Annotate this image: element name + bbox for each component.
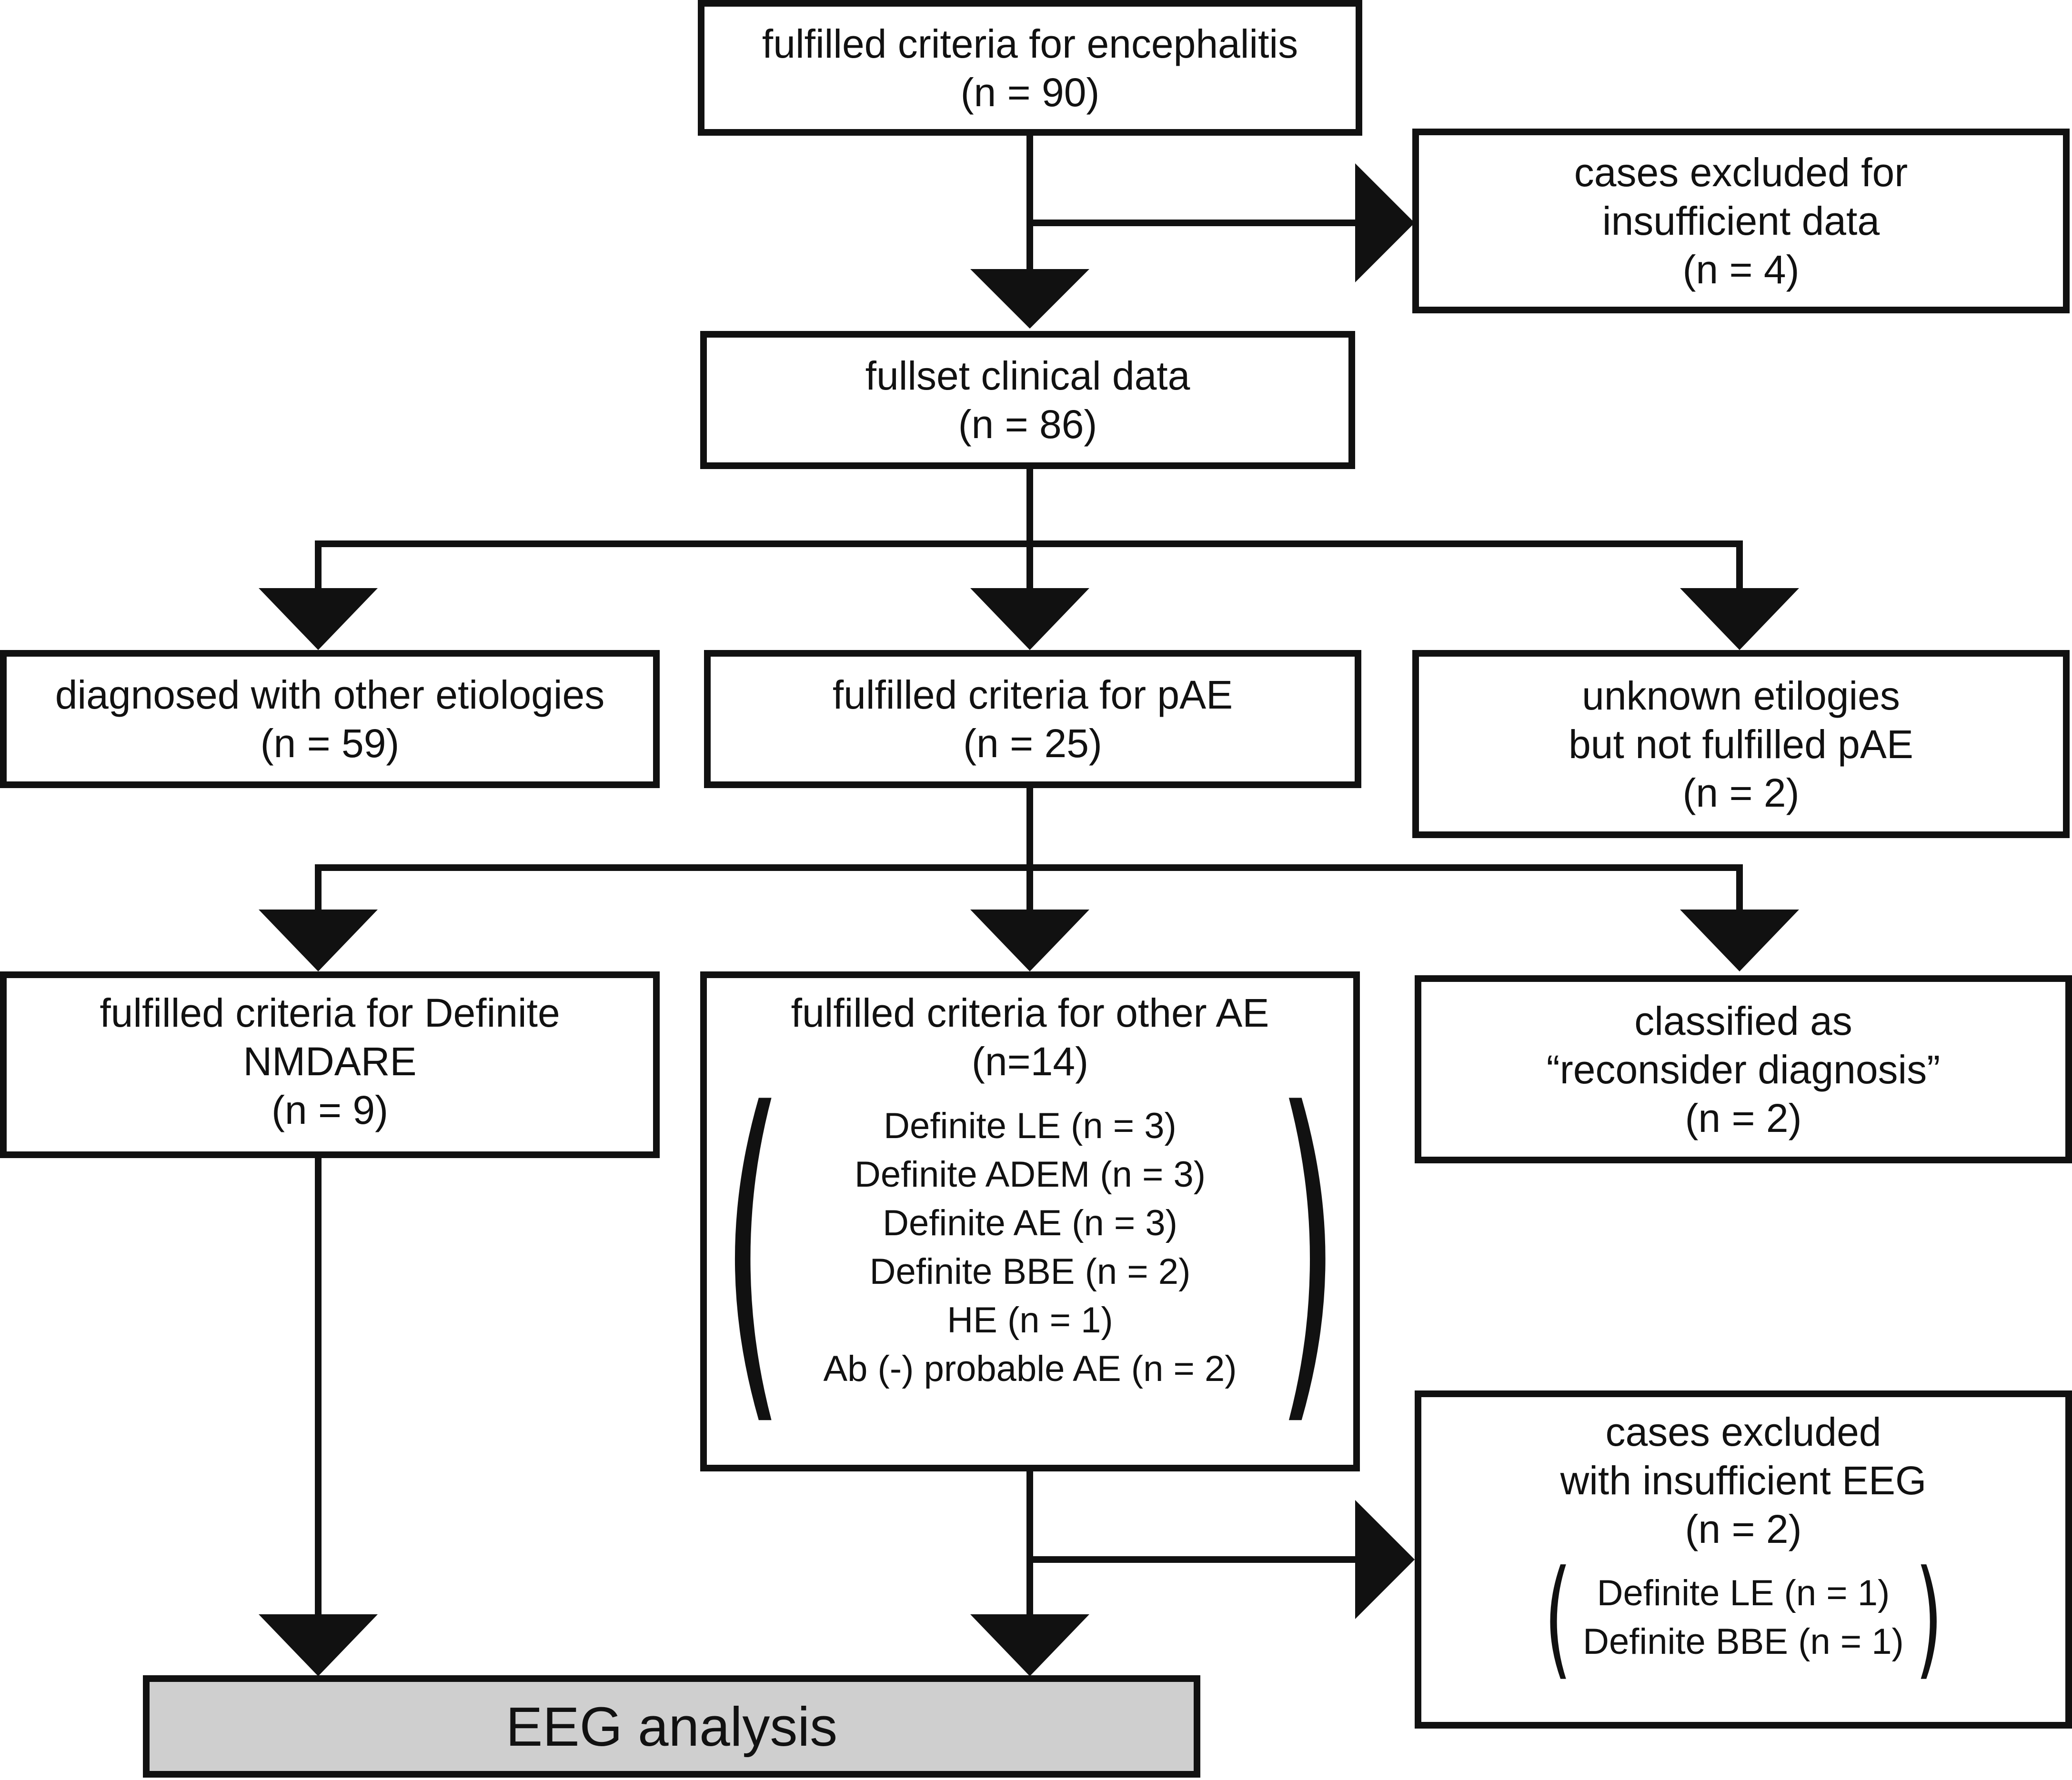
arrow-to-nmdare xyxy=(259,910,378,971)
arrow-to-fullset xyxy=(970,269,1089,329)
node-fullset-count: (n = 86) xyxy=(958,402,1097,447)
detail-definite-adem: Definite ADEM (n = 3) xyxy=(854,1154,1206,1195)
arrow-to-other-ae xyxy=(970,910,1089,971)
node-nmdare: fulfilled criteria for Definite NMDARE (… xyxy=(0,971,660,1158)
node-excluded-eeg-details: ( Definite LE (n = 1) Definite BBE (n = … xyxy=(1533,1553,1954,1682)
detail-excluded-definite-bbe: Definite BBE (n = 1) xyxy=(1583,1621,1904,1662)
node-unknown-etiologies: unknown etilogies but not fulfilled pAE … xyxy=(1412,650,2070,838)
node-excluded-insufficient: cases excluded for insufficient data (n … xyxy=(1412,129,2070,313)
node-pae-count: (n = 25) xyxy=(963,721,1102,766)
node-reconsider-count: (n = 2) xyxy=(1685,1095,1802,1140)
detail-excluded-definite-le: Definite LE (n = 1) xyxy=(1597,1573,1890,1613)
node-other-ae: fulfilled criteria for other AE (n=14) (… xyxy=(700,971,1360,1471)
node-other-ae-details: ( Definite LE (n = 3) Definite ADEM (n =… xyxy=(682,1067,1378,1429)
node-excluded-insufficient-count: (n = 4) xyxy=(1682,247,1800,292)
node-excluded-eeg-label-1: cases excluded xyxy=(1605,1410,1881,1454)
arrow-to-excluded-eeg xyxy=(1355,1500,1415,1619)
right-parenthesis: ) xyxy=(1276,1037,1339,1458)
arrow-to-other-etiologies xyxy=(259,588,378,650)
node-fullset-label: fullset clinical data xyxy=(865,353,1190,398)
node-eeg-analysis: EEG analysis xyxy=(143,1675,1200,1778)
node-other-etiologies-count: (n = 59) xyxy=(260,721,400,766)
detail-definite-le: Definite LE (n = 3) xyxy=(884,1106,1177,1146)
arrow-to-pae xyxy=(970,588,1089,650)
node-reconsider-label-1: classified as xyxy=(1634,998,1852,1043)
node-other-etiologies: diagnosed with other etiologies (n = 59) xyxy=(0,650,660,788)
node-excluded-eeg-label-2: with insufficient EEG xyxy=(1560,1458,1927,1503)
left-parenthesis: ( xyxy=(721,1037,785,1458)
node-other-ae-count: (n=14) xyxy=(971,1039,1089,1084)
node-excluded-insufficient-label-1: cases excluded for xyxy=(1574,150,1908,195)
detail-definite-ae: Definite AE (n = 3) xyxy=(883,1203,1177,1243)
detail-definite-bbe: Definite BBE (n = 2) xyxy=(869,1251,1191,1292)
node-excluded-eeg-detail-list: Definite LE (n = 1) Definite BBE (n = 1) xyxy=(1583,1569,1904,1666)
node-encephalitis: fulfilled criteria for encephalitis (n =… xyxy=(698,0,1362,136)
node-nmdare-label-1: fulfilled criteria for Definite xyxy=(100,990,560,1035)
node-reconsider: classified as “reconsider diagnosis” (n … xyxy=(1415,975,2072,1163)
detail-he: HE (n = 1) xyxy=(947,1300,1113,1340)
node-excluded-eeg-count: (n = 2) xyxy=(1685,1507,1802,1551)
arrow-nmdare-to-eeg xyxy=(259,1614,378,1676)
node-unknown-etiologies-label-1: unknown etilogies xyxy=(1582,673,1900,718)
node-pae-label: fulfilled criteria for pAE xyxy=(832,672,1233,717)
node-eeg-analysis-label: EEG analysis xyxy=(505,1695,838,1758)
arrow-to-excluded-insufficient xyxy=(1355,163,1415,282)
arrow-otherae-to-eeg xyxy=(970,1614,1089,1676)
node-excluded-insufficient-label-2: insufficient data xyxy=(1602,199,1880,243)
node-pae: fulfilled criteria for pAE (n = 25) xyxy=(704,650,1361,788)
node-unknown-etiologies-count: (n = 2) xyxy=(1682,770,1800,815)
node-excluded-eeg: cases excluded with insufficient EEG (n … xyxy=(1415,1390,2072,1729)
right-parenthesis: ) xyxy=(1915,1542,1943,1692)
node-other-ae-detail-list: Definite LE (n = 3) Definite ADEM (n = 3… xyxy=(823,1102,1237,1393)
node-fullset: fullset clinical data (n = 86) xyxy=(700,331,1355,469)
node-unknown-etiologies-label-2: but not fulfilled pAE xyxy=(1569,721,1913,767)
node-encephalitis-label: fulfilled criteria for encephalitis xyxy=(762,21,1298,66)
node-nmdare-count: (n = 9) xyxy=(271,1088,389,1132)
node-other-ae-label: fulfilled criteria for other AE xyxy=(791,990,1269,1035)
arrow-to-unknown xyxy=(1680,588,1799,650)
arrow-to-reconsider xyxy=(1680,910,1799,971)
node-other-etiologies-label: diagnosed with other etiologies xyxy=(55,672,605,717)
node-encephalitis-count: (n = 90) xyxy=(960,70,1100,115)
left-parenthesis: ( xyxy=(1544,1542,1572,1692)
node-reconsider-label-2: “reconsider diagnosis” xyxy=(1546,1047,1941,1092)
detail-ab-probable-ae: Ab (-) probable AE (n = 2) xyxy=(823,1349,1237,1389)
node-nmdare-label-2: NMDARE xyxy=(243,1039,417,1084)
